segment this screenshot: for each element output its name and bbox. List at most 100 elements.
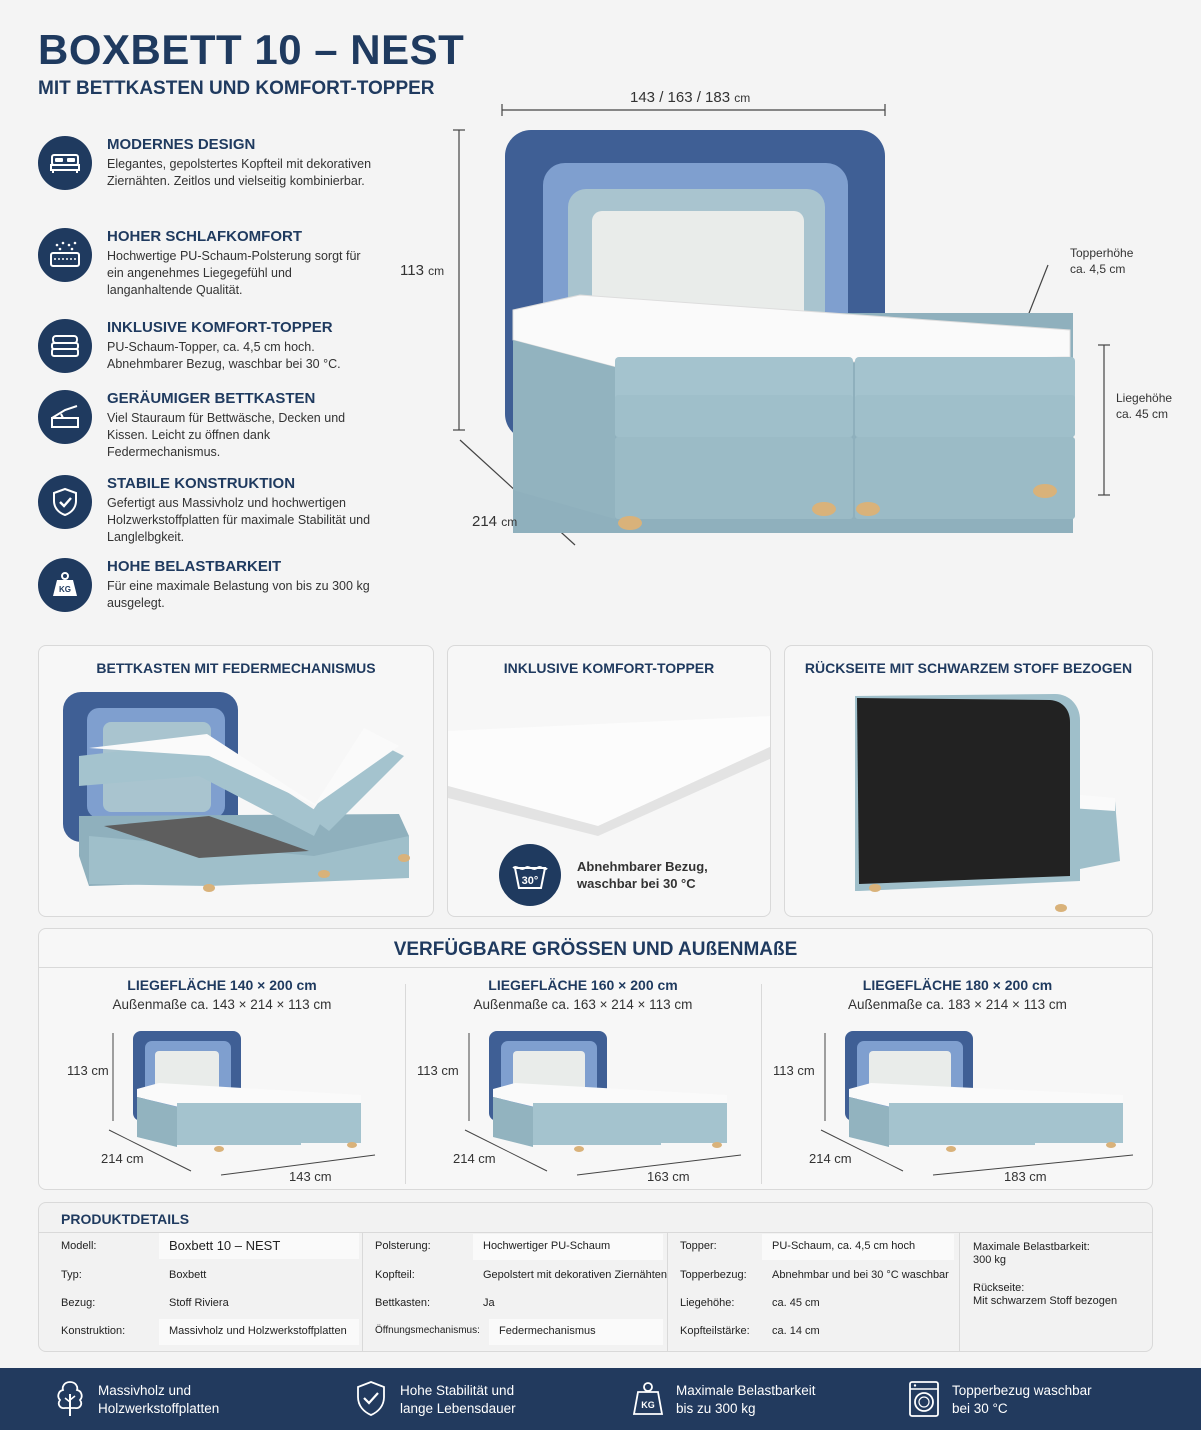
detail-label: Rückseite: bbox=[973, 1282, 1025, 1294]
detail-label: Konstruktion: bbox=[61, 1325, 126, 1337]
feature-text: Gefertigt aus Massivholz und hochwertige… bbox=[107, 496, 371, 544]
wash-note-line: waschbar bei 30 °C bbox=[577, 876, 696, 891]
lying-height-label: Liegehöhe bbox=[1116, 391, 1173, 405]
detail-row: Modell: Boxbett 10 – NEST bbox=[39, 1233, 364, 1259]
detail-row: Öffnungsmechanismus: Federmechanismus bbox=[363, 1318, 668, 1345]
size-depth: 214 cm bbox=[453, 1151, 496, 1166]
detail-row: Topper: PU-Schaum, ca. 4,5 cm hoch bbox=[668, 1233, 960, 1260]
storage-box-icon bbox=[38, 390, 92, 444]
detail-label: Bettkasten: bbox=[375, 1297, 431, 1309]
size-bed-illustration bbox=[108, 1031, 376, 1176]
details-divider bbox=[39, 1232, 1152, 1233]
card-storage-mechanism: BETTKASTEN MIT FEDERMECHANISMUS bbox=[38, 645, 434, 917]
feature-title: HOHER SCHLAFKOMFORT bbox=[107, 228, 302, 245]
footer-text-line: bei 30 °C bbox=[952, 1401, 1008, 1416]
dimension-depth: 214 cm bbox=[472, 513, 517, 530]
feature-topper: INKLUSIVE KOMFORT-TOPPER PU-Schaum-Toppe… bbox=[38, 319, 378, 399]
size-bed-illustration bbox=[464, 1031, 742, 1176]
shield-check-icon bbox=[357, 1381, 385, 1416]
detail-value: Boxbett 10 – NEST bbox=[159, 1233, 359, 1259]
detail-value: Mit schwarzem Stoff bezogen bbox=[973, 1295, 1118, 1307]
feature-storage: GERÄUMIGER BETTKASTEN Viel Stauraum für … bbox=[38, 390, 378, 470]
wash-30-icon: 30° bbox=[499, 844, 561, 906]
dimension-width-value: 143 / 163 / 183 bbox=[630, 89, 731, 106]
detail-label: Topperbezug: bbox=[680, 1269, 747, 1281]
size-depth: 214 cm bbox=[101, 1151, 144, 1166]
footer-text: Hohe Stabilität und lange Lebensdauer bbox=[400, 1382, 516, 1418]
size-height: 113 cm bbox=[67, 1063, 109, 1078]
feature-title: INKLUSIVE KOMFORT-TOPPER bbox=[107, 319, 333, 336]
detail-value: Stoff Riviera bbox=[169, 1297, 229, 1309]
footer-text-line: bis zu 300 kg bbox=[676, 1401, 756, 1416]
dimension-height-unit: cm bbox=[428, 264, 445, 278]
wash-note-line: Abnehmbarer Bezug, bbox=[577, 859, 708, 874]
shield-check-icon bbox=[38, 475, 92, 529]
lying-height-value: ca. 45 cm bbox=[1116, 407, 1169, 421]
washing-machine-icon bbox=[909, 1381, 939, 1417]
detail-value: Gepolstert mit dekorativen Ziernähten bbox=[483, 1269, 668, 1281]
size-title: LIEGEFLÄCHE 140 × 200 cm bbox=[127, 977, 317, 993]
detail-value: 300 kg bbox=[973, 1254, 1007, 1266]
feature-text: Für eine maximale Belastung von bis zu 3… bbox=[107, 579, 370, 610]
detail-value: Abnehmbar und bei 30 °C waschbar bbox=[772, 1269, 949, 1281]
feature-modern-design: MODERNES DESIGN Elegantes, gepolstertes … bbox=[38, 136, 378, 216]
detail-label: Bezug: bbox=[61, 1297, 96, 1309]
feature-title: GERÄUMIGER BETTKASTEN bbox=[107, 390, 316, 407]
storage-bed-illustration bbox=[63, 692, 410, 892]
size-option-140: LIEGEFLÄCHE 140 × 200 cm Außenmaße ca. 1… bbox=[39, 967, 405, 1187]
dimension-height: 113 cm bbox=[400, 262, 444, 279]
detail-value: PU-Schaum, ca. 4,5 cm hoch bbox=[762, 1234, 954, 1260]
hero-bed-illustration bbox=[453, 104, 1110, 546]
details-column-divider bbox=[959, 1233, 960, 1351]
detail-label: Polsterung: bbox=[375, 1240, 431, 1252]
feature-text: Hochwertige PU-Schaum-Polsterung sorgt f… bbox=[107, 249, 361, 297]
footer-text-line: Holzwerkstoffplatten bbox=[98, 1401, 220, 1416]
dimension-depth-value: 214 bbox=[472, 513, 498, 530]
size-height: 113 cm bbox=[417, 1063, 459, 1078]
dimension-height-value: 113 bbox=[400, 262, 424, 279]
feature-title: HOHE BELASTBARKEIT bbox=[107, 558, 282, 575]
footer-text-line: lange Lebensdauer bbox=[400, 1401, 516, 1416]
size-option-160: LIEGEFLÄCHE 160 × 200 cm Außenmaße ca. 1… bbox=[405, 967, 761, 1187]
svg-text:KG: KG bbox=[59, 585, 71, 594]
detail-label: Topper: bbox=[680, 1240, 717, 1252]
product-details: PRODUKTDETAILS Modell: Boxbett 10 – NEST… bbox=[38, 1202, 1153, 1352]
size-outer-dimensions: Außenmaße ca. 143 × 214 × 113 cm bbox=[112, 997, 332, 1012]
topper-height-value: ca. 4,5 cm bbox=[1070, 262, 1126, 276]
feature-text: Viel Stauraum für Bettwäsche, Decken und… bbox=[107, 411, 346, 459]
detail-row: Liegehöhe: ca. 45 cm bbox=[668, 1290, 960, 1316]
page-title: BOXBETT 10 – NEST bbox=[38, 26, 465, 73]
size-bed-illustration bbox=[820, 1031, 1134, 1176]
detail-row: Typ: Boxbett bbox=[39, 1262, 364, 1288]
detail-max-load: Maximale Belastbarkeit: 300 kg bbox=[973, 1241, 1090, 1267]
sizes-title: VERFÜGBARE GRÖSSEN UND AUßENMAßE bbox=[393, 939, 798, 960]
weight-kg-icon: KG bbox=[38, 558, 92, 612]
detail-value: ca. 14 cm bbox=[772, 1325, 820, 1337]
detail-back-side: Rückseite: Mit schwarzem Stoff bezogen bbox=[973, 1282, 1117, 1308]
feature-title: STABILE KONSTRUKTION bbox=[107, 475, 296, 492]
detail-value: Boxbett bbox=[169, 1269, 207, 1281]
dimension-width: 143 / 163 / 183 cm bbox=[630, 89, 750, 106]
feature-sleep-comfort: HOHER SCHLAFKOMFORT Hochwertige PU-Schau… bbox=[38, 228, 378, 308]
size-option-180: LIEGEFLÄCHE 180 × 200 cm Außenmaße ca. 1… bbox=[761, 967, 1152, 1187]
detail-label: Öffnungsmechanismus: bbox=[375, 1325, 480, 1336]
dimension-depth-unit: cm bbox=[501, 515, 518, 529]
detail-label: Kopfteilstärke: bbox=[680, 1325, 750, 1337]
svg-text:KG: KG bbox=[641, 1400, 655, 1410]
topper-height-note: Topperhöhe ca. 4,5 cm bbox=[1070, 245, 1133, 277]
sizes-column-divider bbox=[405, 984, 406, 1184]
detail-label: Maximale Belastbarkeit: bbox=[973, 1241, 1090, 1253]
wash-note: Abnehmbarer Bezug, waschbar bei 30 °C bbox=[577, 858, 708, 892]
detail-label: Liegehöhe: bbox=[680, 1297, 735, 1309]
size-width: 143 cm bbox=[289, 1169, 332, 1184]
product-details-title: PRODUKTDETAILS bbox=[61, 1211, 190, 1227]
lying-height-note: Liegehöhe ca. 45 cm bbox=[1116, 390, 1172, 422]
detail-label: Kopfteil: bbox=[375, 1269, 415, 1281]
footer-text-line: Hohe Stabilität und bbox=[400, 1383, 515, 1398]
